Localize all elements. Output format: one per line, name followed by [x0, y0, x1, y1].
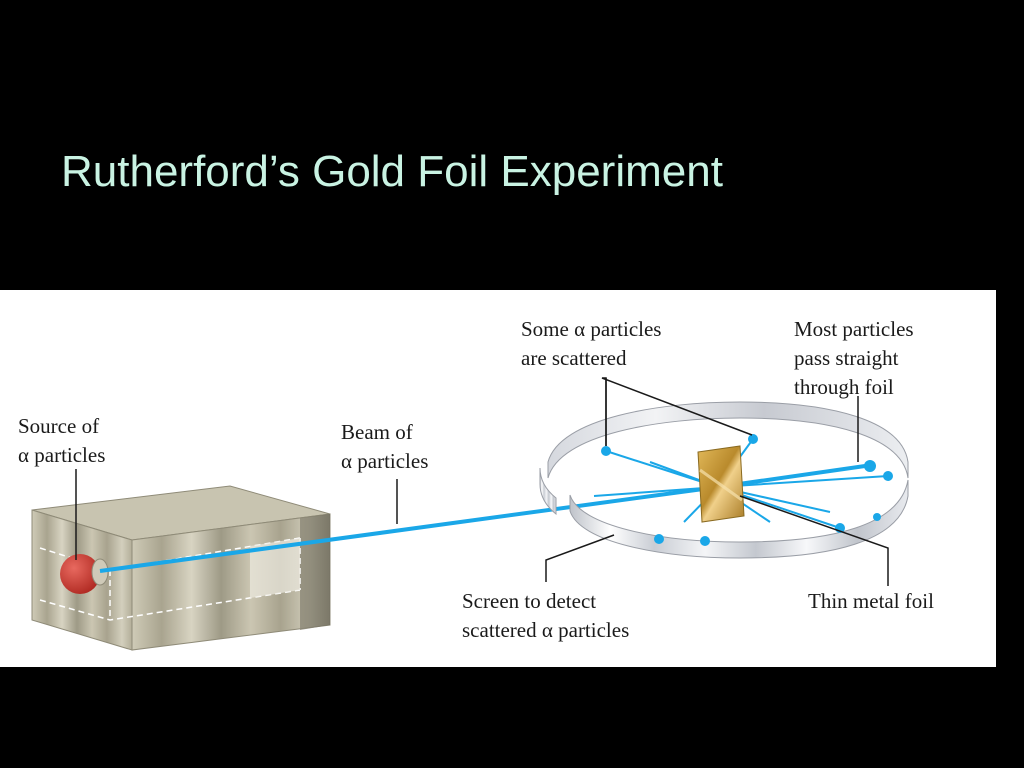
leader-screen	[545, 534, 615, 582]
scattered-label: Some α particles are scattered	[521, 317, 661, 370]
straight-through-label: Most particles pass straight through foi…	[794, 317, 914, 399]
screen-label-line1: Screen to detect	[462, 589, 596, 613]
leader-foil	[739, 495, 889, 586]
straight-label-line3: through foil	[794, 375, 894, 399]
screen-label-line2: scattered α particles	[462, 618, 629, 642]
beam-label-line2: α particles	[341, 449, 428, 473]
slide-title: Rutherford’s Gold Foil Experiment	[61, 147, 723, 196]
leader-lines	[75, 377, 889, 586]
straight-label-line1: Most particles	[794, 317, 914, 341]
experiment-diagram-panel: Source of α particles Beam of α particle…	[0, 290, 996, 667]
source-label: Source of α particles	[18, 414, 105, 467]
scattered-label-line1: Some α particles	[521, 317, 661, 341]
detection-dots	[601, 434, 893, 546]
screen-label: Screen to detect scattered α particles	[462, 589, 629, 642]
source-label-line2: α particles	[18, 443, 105, 467]
experiment-diagram: Source of α particles Beam of α particle…	[18, 317, 934, 651]
beam-label-line1: Beam of	[341, 420, 413, 444]
foil-label-text: Thin metal foil	[808, 589, 934, 613]
detector-screen-back	[547, 401, 909, 479]
beam-label: Beam of α particles	[341, 420, 428, 473]
alpha-beam	[99, 485, 719, 573]
foil-label: Thin metal foil	[808, 589, 934, 613]
source-label-line1: Source of	[18, 414, 99, 438]
straight-label-line2: pass straight	[794, 346, 899, 370]
scattered-label-line2: are scattered	[521, 346, 627, 370]
transmitted-beam	[717, 463, 873, 489]
alpha-source-sphere	[60, 554, 100, 594]
